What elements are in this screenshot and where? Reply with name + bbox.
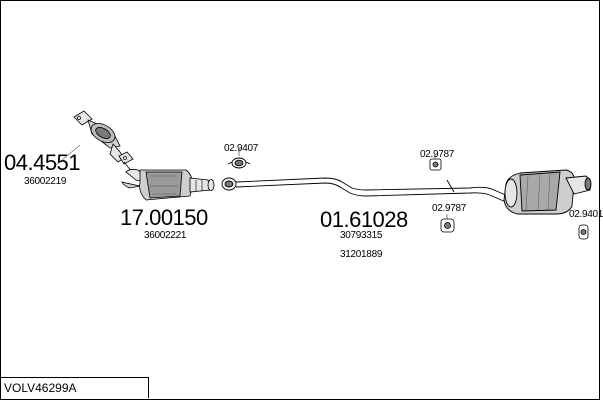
front-cat-part-number: 04.4551: [4, 150, 81, 175]
front-cat-ref: 36002219: [24, 176, 67, 187]
middle-pipe-part-number: 01.61028: [320, 207, 408, 232]
hanger-rear[interactable]: [578, 224, 589, 240]
hanger-upper-label: 02.9787: [420, 149, 455, 160]
clamp-upper[interactable]: [227, 157, 251, 169]
filter-ref: 36002221: [144, 230, 187, 241]
middle-pipe[interactable]: [235, 177, 509, 203]
front-catalytic-converter[interactable]: [73, 110, 139, 173]
leader-lines: [55, 144, 448, 219]
clamp-front-label: 02.9407: [224, 143, 259, 154]
hanger-lower[interactable]: [440, 218, 455, 233]
hanger-upper[interactable]: [429, 158, 442, 171]
clamp-joint[interactable]: [221, 177, 237, 191]
particulate-filter[interactable]: [121, 168, 215, 201]
middle-pipe-ref-2: 31201889: [340, 249, 383, 260]
filter-part-number: 17.00150: [120, 205, 208, 230]
hanger-lower-label: 02.9787: [432, 203, 467, 214]
rear-silencer[interactable]: [503, 169, 592, 215]
kit-code-box: VOLV46299A: [0, 377, 149, 398]
hanger-rear-label: 02.9401: [569, 209, 603, 220]
middle-pipe-ref-1: 30793315: [340, 230, 383, 241]
